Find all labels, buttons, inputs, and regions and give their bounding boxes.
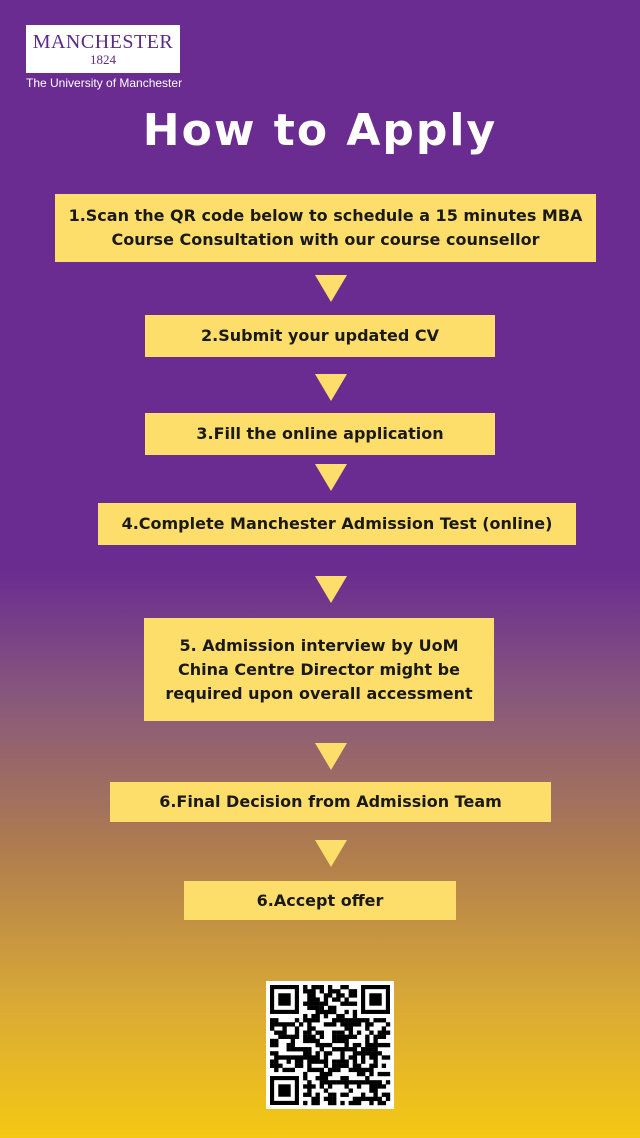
step-1-text: 1.Scan the QR code below to schedule a 1… <box>68 206 583 249</box>
qr-code-icon[interactable] <box>266 981 394 1109</box>
qr-code-graphic <box>270 985 391 1106</box>
step-6-box: 6.Final Decision from Admission Team <box>110 782 551 822</box>
arrow-down-icon <box>315 743 347 770</box>
arrow-down-icon <box>315 840 347 867</box>
step-2-text: 2.Submit your updated CV <box>201 326 439 345</box>
arrow-down-icon <box>315 374 347 401</box>
arrow-down-icon <box>315 464 347 491</box>
logo-wordmark: MANCHESTER <box>32 31 174 53</box>
step-4-text: 4.Complete Manchester Admission Test (on… <box>121 514 553 533</box>
university-logo: MANCHESTER 1824 <box>26 25 180 73</box>
step-5-box: 5. Admission interview by UoM China Cent… <box>144 618 494 721</box>
step-6-text: 6.Final Decision from Admission Team <box>159 792 502 811</box>
step-7-box: 6.Accept offer <box>184 881 456 920</box>
step-5-text: 5. Admission interview by UoM China Cent… <box>165 635 473 703</box>
page-title: How to Apply <box>142 105 498 156</box>
step-3-text: 3.Fill the online application <box>196 424 444 443</box>
arrow-down-icon <box>315 275 347 302</box>
step-2-box: 2.Submit your updated CV <box>145 315 495 357</box>
arrow-down-icon <box>315 576 347 603</box>
step-4-box: 4.Complete Manchester Admission Test (on… <box>98 503 576 545</box>
step-1-box: 1.Scan the QR code below to schedule a 1… <box>55 194 596 262</box>
step-3-box: 3.Fill the online application <box>145 413 495 455</box>
logo-year: 1824 <box>90 52 116 67</box>
step-7-text: 6.Accept offer <box>256 890 384 910</box>
logo-subtitle: The University of Manchester <box>26 76 183 90</box>
